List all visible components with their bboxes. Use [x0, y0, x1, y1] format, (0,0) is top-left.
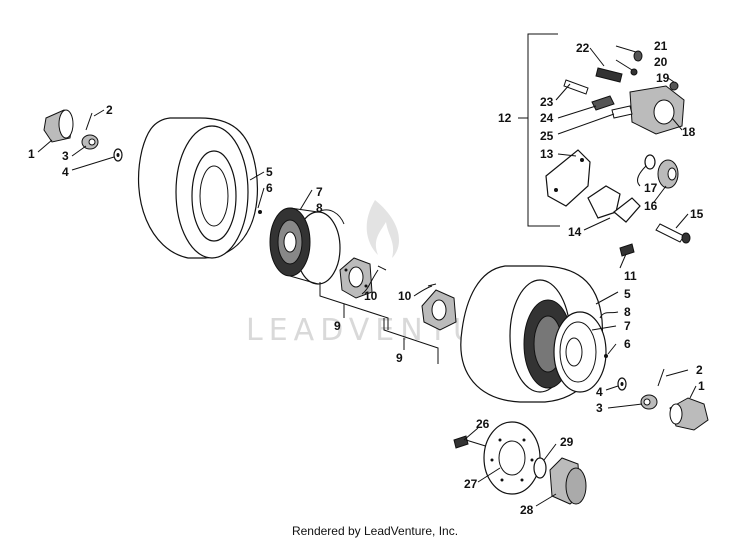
callout-4-right: 4	[596, 385, 603, 399]
callout-10-right: 10	[398, 289, 412, 303]
callout-26: 26	[476, 417, 490, 431]
caliper-bracket-bolt	[619, 243, 635, 257]
callout-22: 22	[576, 41, 590, 55]
caliper-bolt-22	[595, 67, 623, 83]
left-tire	[138, 117, 259, 259]
callout-5-left: 5	[266, 165, 273, 179]
bleeder-cap	[630, 68, 638, 76]
callout-2-right: 2	[696, 363, 703, 377]
callout-7-right: 7	[624, 319, 631, 333]
callout-23: 23	[540, 95, 554, 109]
brake-hub	[549, 457, 587, 505]
callout-15: 15	[690, 207, 704, 221]
callout-5-right: 5	[624, 287, 631, 301]
group-bracket-9-left	[319, 282, 389, 330]
callout-9-right: 9	[396, 351, 403, 365]
left-rim	[269, 207, 341, 285]
right-hub	[421, 289, 457, 331]
brake-ring	[533, 457, 547, 479]
caliper-pad-clip	[611, 105, 633, 119]
callout-4-left: 4	[62, 165, 69, 179]
callout-27: 27	[464, 477, 478, 491]
callout-19: 19	[656, 71, 670, 85]
brake-disc	[483, 421, 541, 495]
callout-1-right: 1	[698, 379, 705, 393]
bleeder-screw	[633, 50, 643, 62]
callout-7-left: 7	[316, 185, 323, 199]
callout-6-right: 6	[624, 337, 631, 351]
callout-28: 28	[520, 503, 534, 517]
callout-14: 14	[568, 225, 582, 239]
left-hub-cap	[43, 109, 74, 143]
right-washer	[617, 377, 627, 391]
flame-logo-icon	[366, 200, 400, 258]
callout-25: 25	[540, 129, 554, 143]
callout-2-left: 2	[106, 103, 113, 117]
right-valve-stem	[604, 354, 608, 358]
left-cotter-pin	[85, 112, 93, 131]
caliper-pin-long	[563, 79, 589, 95]
callout-24: 24	[540, 111, 554, 125]
callout-8-left: 8	[316, 201, 323, 215]
caliper-piston	[657, 159, 679, 189]
right-cotter-pin	[657, 368, 665, 387]
callout-17: 17	[644, 181, 658, 195]
callout-29: 29	[560, 435, 574, 449]
left-hub	[339, 257, 373, 299]
left-hub-bolt	[377, 265, 387, 271]
left-castle-nut	[81, 134, 99, 150]
group-bracket-9-right	[383, 318, 439, 364]
callout-10-left: 10	[364, 289, 378, 303]
callout-11: 11	[624, 269, 637, 283]
brake-pad-inner	[613, 197, 641, 223]
callout-1-left: 1	[28, 147, 35, 161]
caliper-seal	[644, 154, 656, 170]
right-hub-cap	[669, 397, 709, 431]
right-rim	[553, 311, 607, 393]
caliper-bracket	[545, 149, 591, 207]
right-castle-nut	[640, 394, 658, 410]
callout-18: 18	[682, 125, 696, 139]
caliper-fitting	[669, 81, 679, 91]
caliper-spring-clip	[591, 95, 615, 111]
group-bracket-12	[527, 33, 560, 227]
callout-20: 20	[654, 55, 668, 69]
callout-6-left: 6	[266, 181, 273, 195]
callout-3-left: 3	[62, 149, 69, 163]
callout-8-right: 8	[624, 305, 631, 319]
callout-12: 12	[498, 111, 512, 125]
callout-16: 16	[644, 199, 658, 213]
brake-pad-outer	[587, 185, 621, 219]
callout-9-left: 9	[334, 319, 341, 333]
right-hub-bolt	[427, 283, 437, 287]
leader-lines	[37, 45, 697, 507]
left-washer	[113, 148, 123, 162]
caliper-axle-bolt	[655, 223, 691, 244]
callout-21: 21	[654, 39, 668, 53]
callout-13: 13	[540, 147, 554, 161]
left-valve-stem	[258, 210, 262, 214]
callout-labels: 1 2 3 4 5 6 7 8 9 10 10 9 11 5 8 7 6 2 1…	[28, 39, 705, 517]
caliper-body	[629, 85, 685, 135]
footer-credit: Rendered by LeadVenture, Inc.	[291, 524, 459, 538]
callout-3-right: 3	[596, 401, 603, 415]
